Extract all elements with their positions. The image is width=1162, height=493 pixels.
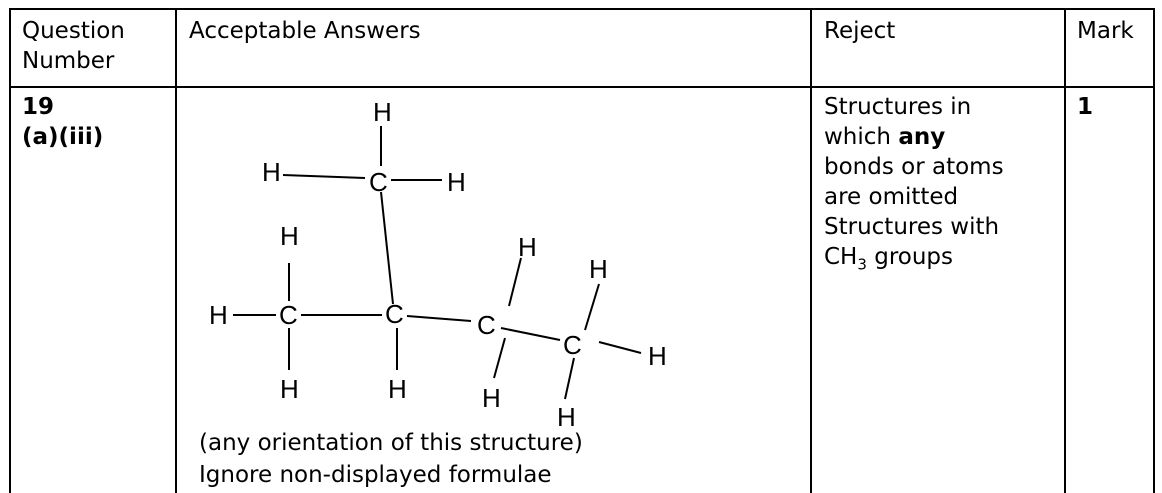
question-part: (a)(iii) (22, 124, 104, 150)
ignore-note: Ignore non-displayed formulae (199, 462, 552, 488)
reject-line-5: Structures with (824, 214, 1000, 240)
atom-h-c1-top: H (280, 221, 299, 251)
orientation-note: (any orientation of this structure) (199, 430, 583, 456)
col-divider-1 (175, 8, 177, 493)
atom-h-c2-bottom: H (388, 374, 407, 404)
atom-c4: C (563, 330, 582, 360)
atom-c1: C (279, 300, 298, 330)
reject-groups: groups (866, 244, 953, 270)
question-number-cell: 19 (a)(iii) (22, 92, 103, 152)
header-reject: Reject (824, 18, 896, 44)
table-right-border (1153, 8, 1155, 493)
reject-line-3: bonds or atoms (824, 154, 1004, 180)
atom-h-top: H (373, 97, 392, 127)
atom-h-c3-top: H (518, 232, 537, 262)
atom-h-c4-bottom: H (557, 402, 576, 432)
reject-subscript: 3 (857, 255, 867, 274)
atom-h-c3-bottom: H (482, 383, 501, 413)
reject-line-1: Structures in (824, 94, 972, 120)
header-question-line-1: Question (22, 18, 125, 44)
reject-line-2: which any (824, 122, 1060, 152)
atom-h-c1-bottom: H (280, 374, 299, 404)
col-divider-2 (810, 8, 812, 493)
atom-c-methyl: C (369, 167, 388, 197)
atom-h-methyl-right: H (447, 167, 466, 197)
header-question-number: Question Number (22, 16, 172, 76)
header-acceptable-answers: Acceptable Answers (189, 18, 421, 44)
atom-c2: C (385, 299, 404, 329)
reject-which: which (824, 124, 899, 150)
header-question-line-2: Number (22, 48, 115, 74)
reject-cell: Structures in which any bonds or atoms a… (824, 92, 1060, 280)
reject-any: any (898, 124, 946, 150)
atom-c3: C (477, 310, 496, 340)
mark-cell: 1 (1077, 94, 1094, 120)
question-number: 19 (22, 94, 55, 120)
reject-ch: CH (824, 244, 858, 270)
reject-line-4: are omitted (824, 184, 959, 210)
atom-h-c4-right: H (648, 341, 667, 371)
atom-h-c1-left: H (209, 300, 228, 330)
mark-scheme-table: Question Number Acceptable Answers Rejec… (9, 8, 1155, 493)
atom-h-methyl-left: H (262, 157, 281, 187)
reject-line-6: CH3 groups (824, 242, 1060, 280)
table-top-border (9, 8, 1155, 10)
header-mark: Mark (1077, 18, 1134, 44)
table-left-border (9, 8, 11, 493)
atom-h-c4-top: H (589, 254, 608, 284)
col-divider-3 (1064, 8, 1066, 493)
displayed-formula-diagram: H H C H H H C C C C H H H H H H H (209, 97, 667, 432)
header-bottom-border (9, 86, 1155, 88)
